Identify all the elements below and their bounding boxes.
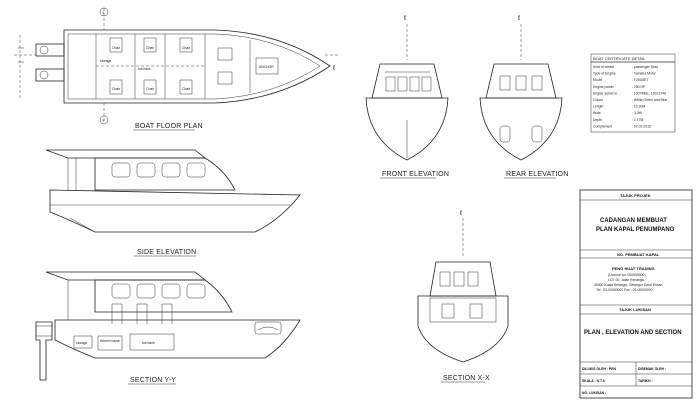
certificate-key: Kind of vessel — [593, 65, 614, 69]
section-marker-y-top: Y — [102, 11, 105, 15]
side-elevation: SIDE ELEVATION — [45, 149, 301, 257]
certificate-key: Length — [593, 105, 603, 109]
date: TARIKH : — [638, 379, 653, 383]
certificate-value: : 02.02.2015 — [632, 124, 651, 128]
certificate-key: Engine serial no. — [593, 91, 618, 95]
project-header: TAJUK PROJEK — [620, 193, 651, 198]
floor-label-chair: Chair — [112, 87, 121, 91]
floor-label-chair: Chair — [182, 46, 191, 50]
floor-plan-label: BOAT FLOOR PLAN — [135, 123, 203, 130]
certificate-key: Colour — [593, 98, 604, 102]
section-xx-centerline: ℓ — [459, 210, 463, 217]
title-block: TAJUK PROJEK CADANGAN MEMBUAT PLAN KAPAL… — [579, 189, 693, 399]
section-label-fuel-tank: fuel tank — [142, 341, 155, 345]
front-elevation: ℓ FRONT ELEVATION — [365, 15, 449, 179]
certificate-key: Complement — [593, 124, 612, 128]
certificate-key: Depth — [593, 118, 602, 122]
floor-label-chair: Chair — [112, 46, 121, 50]
owner-header: NO. PEMBUAT KAPAL — [617, 252, 660, 257]
certificate-key: Wide — [593, 111, 601, 115]
floor-label-chair: Chair — [146, 46, 155, 50]
drawn-by: DILUKIS OLEH : PEN — [582, 367, 616, 371]
boat-floor-plan: storage Chair Chair Chair Chair Chair Ch… — [14, 7, 340, 131]
checked-by: DISEMAK OLEH : — [638, 367, 666, 371]
certificate-value: : 3.2M — [632, 111, 642, 115]
certificate-value: : Yamaha Motor — [632, 72, 657, 76]
certificate-value: : passenger Boat — [632, 65, 658, 69]
section-xx-label: SECTION X-X — [443, 375, 490, 382]
rear-elevation-label: REAR ELEVATION — [506, 171, 568, 178]
certificate-value: : White,Green and Blue — [632, 98, 667, 102]
company-line-4: Tel : 03-00000000 Fax : 03-00000000 — [596, 288, 653, 292]
certificate-value: : 1.17M — [632, 118, 643, 122]
section-yy: storage Wheel house fuel tank SECTION Y-… — [35, 271, 301, 385]
front-elevation-label: FRONT ELEVATION — [382, 171, 449, 178]
floor-label-fuel-tank: fuel tank — [138, 67, 151, 71]
certificate-title: BOAT CERTIFICATE DETAIL — [593, 56, 646, 61]
company-name: PENG HUAT TRADING — [612, 266, 655, 271]
rear-elevation: ℓ REAR ELEVATION — [479, 15, 568, 179]
company-line-2: LOT 00, Jalan Kenanga, — [608, 278, 645, 282]
scale: SKALA : N.T.S — [582, 379, 606, 383]
drawing-number: NO. LUKISAN : — [582, 391, 606, 395]
floor-label-storage: storage — [100, 59, 111, 63]
section-yy-label: SECTION Y-Y — [130, 377, 176, 384]
certificate-key: Type of Engine — [593, 72, 616, 76]
certificate-key: Model — [593, 78, 602, 82]
certificate-value: : 250 HP — [632, 85, 646, 89]
company-line-3: 45000 Kuala Selangor, Selangor Darul Ehs… — [594, 283, 663, 287]
company-line-1: (Licence no: 000000000) — [608, 273, 646, 277]
floor-label-chair: Chair — [182, 87, 191, 91]
side-elevation-label: SIDE ELEVATION — [137, 249, 196, 256]
section-xx: ℓ SECTION X-X — [417, 210, 509, 383]
certificate-table: BOAT CERTIFICATE DETAIL Kind of vessel : … — [590, 53, 676, 133]
drawing-header: TAJUK LUKISAN — [619, 307, 651, 312]
centerline-symbol: ℓ — [332, 65, 336, 72]
certificate-value: : F250DET — [632, 78, 648, 82]
section-marker-y-bottom: Y — [102, 119, 105, 123]
rear-centerline: ℓ — [517, 15, 521, 22]
certificate-value: : 10.20M — [632, 105, 645, 109]
section-label-wheel-house: Wheel house — [100, 339, 120, 343]
floor-label-chair: Chair — [146, 87, 155, 91]
floor-label-anchor: ANCHOR — [259, 65, 274, 69]
section-label-storage: storage — [76, 341, 87, 345]
drawing-title: PLAN , ELEVATION AND SECTION — [584, 330, 682, 336]
project-line-1: CADANGAN MEMBUAT — [600, 218, 667, 224]
front-centerline: ℓ — [403, 15, 407, 22]
certificate-key: Engine power — [593, 85, 615, 89]
certificate-value: : 1007486L, 1001374A — [632, 91, 667, 95]
project-line-2: PLAN KAPAL PENUMPANG — [596, 227, 675, 233]
